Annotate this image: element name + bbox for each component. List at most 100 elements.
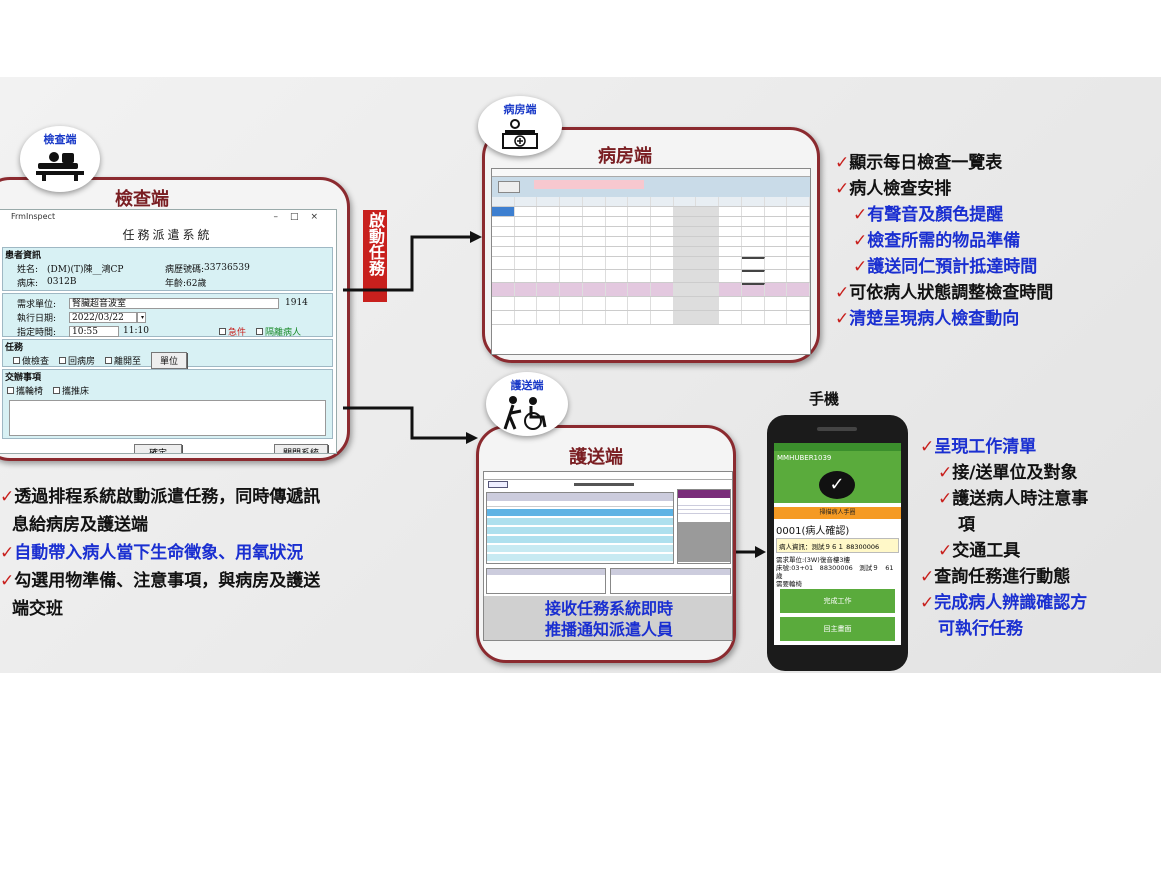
form-title: 任務派遣系統 bbox=[122, 228, 213, 242]
task-section: 任務 做檢查 回病房 離開至 單位 bbox=[2, 339, 333, 369]
exec-date-input[interactable]: 2022/03/22 bbox=[69, 311, 137, 323]
ward-point: ✓可依病人狀態調整檢查時間 bbox=[835, 283, 1054, 303]
task-option-exam[interactable]: 做檢查 bbox=[13, 354, 49, 367]
phone-point: ✓呈現工作清單 bbox=[920, 437, 1037, 457]
transport-caption-line2: 推播通知派遣人員 bbox=[544, 620, 673, 639]
transport-badge-label: 護送端 bbox=[510, 379, 544, 392]
scan-wristband-banner[interactable]: 掃描病人手圈 bbox=[774, 507, 901, 519]
ward-row[interactable] bbox=[492, 297, 810, 311]
exam-badge-label: 檢查端 bbox=[43, 133, 77, 146]
exam-points: ✓透過排程系統啟動派遣任務，同時傳遞訊 息給病房及護送端 ✓自動帶入病人當下生命… bbox=[0, 483, 320, 623]
bed-label: 病床: bbox=[17, 278, 39, 289]
launch-task-label: 啟動任務 bbox=[363, 210, 387, 302]
phone-detail-line1: 需求單位:(3W)復音樓3樓 bbox=[776, 556, 850, 564]
ward-row[interactable] bbox=[492, 311, 810, 325]
phone-detail-line3: 歲 bbox=[776, 572, 783, 580]
isolation-checkbox[interactable]: 隔離病人 bbox=[256, 325, 301, 338]
exam-point: ✓透過排程系統啟動派遣任務，同時傳遞訊 bbox=[0, 487, 321, 507]
transport-frame-title: 護送端 bbox=[569, 447, 623, 468]
ward-badge-label: 病房端 bbox=[503, 103, 537, 116]
ward-query-button[interactable] bbox=[498, 181, 520, 193]
task-option-return[interactable]: 回病房 bbox=[59, 354, 95, 367]
phone-device: MMHUBER1039 ✓ 掃描病人手圈 0001(病人確認) 病人資訊：測試９… bbox=[767, 415, 908, 671]
phone-points: ✓呈現工作清單 ✓接/送單位及對象 ✓護送病人時注意事 項 ✓交通工具 ✓查詢任… bbox=[920, 434, 1088, 642]
phone-detail-line2: 床號:03+01 88300006 測試９ 61 bbox=[776, 564, 894, 572]
exam-point: ✓自動帶入病人當下生命徵象、用氧狀況 bbox=[0, 543, 304, 563]
complete-work-button[interactable]: 完成工作 bbox=[780, 589, 895, 613]
ward-row[interactable] bbox=[492, 207, 810, 217]
name-value: (DM)(T)陳__鴻CP bbox=[47, 264, 124, 275]
bed-value: 0312B bbox=[47, 277, 77, 287]
exec-date-label: 執行日期: bbox=[17, 313, 57, 324]
exam-point: 息給病房及護送端 bbox=[12, 515, 148, 535]
time-label: 指定時間: bbox=[17, 327, 57, 338]
patient-code: 0001(病人確認) bbox=[776, 526, 850, 537]
phone-user-id: MMHUBER1039 bbox=[774, 451, 901, 467]
close-system-button[interactable]: 關閉系統 bbox=[274, 444, 329, 453]
phone-point: ✓查詢任務進行動態 bbox=[920, 567, 1071, 587]
date-dropdown-icon[interactable]: ▾ bbox=[137, 311, 146, 323]
urgent-checkbox[interactable]: 急件 bbox=[219, 325, 246, 338]
transport-caption: 接收任務系統即時 推播通知派遣人員 bbox=[484, 596, 732, 640]
exam-point: ✓勾選用物準備、注意事項，與病房及護送 bbox=[0, 571, 321, 591]
task-option-leave[interactable]: 離開至 bbox=[105, 354, 141, 367]
handover-section: 交辦事項 攜輪椅 攜推床 bbox=[2, 369, 333, 439]
phone-detail-line4: 需要輪椅 bbox=[776, 580, 802, 588]
window-titlebar: FrmInspect –□× bbox=[0, 210, 336, 224]
ward-row[interactable] bbox=[492, 270, 810, 283]
handover-stretcher[interactable]: 攜推床 bbox=[53, 384, 89, 397]
window-controls[interactable]: –□× bbox=[273, 212, 330, 222]
ward-point: ✓有聲音及顏色提醒 bbox=[853, 205, 1004, 225]
chart-value: 33736539 bbox=[204, 263, 250, 273]
ward-row[interactable] bbox=[492, 217, 810, 227]
window-title: FrmInspect bbox=[11, 212, 56, 221]
exam-badge: 檢查端 bbox=[20, 126, 100, 192]
transport-screenshot: 接收任務系統即時 推播通知派遣人員 bbox=[483, 471, 733, 641]
transport-caption-line1: 接收任務系統即時 bbox=[544, 599, 673, 618]
ward-row[interactable] bbox=[492, 247, 810, 257]
ward-row[interactable] bbox=[492, 227, 810, 237]
ward-badge: 病房端 bbox=[478, 96, 562, 156]
chart-label: 病歷號碼: bbox=[165, 264, 205, 275]
time-input[interactable]: 10:55 bbox=[69, 325, 119, 337]
patient-info: 病人資訊：測試９６１ 88300006 bbox=[776, 538, 899, 553]
handover-wheelchair[interactable]: 攜輪椅 bbox=[7, 384, 43, 397]
ward-row-highlighted[interactable] bbox=[492, 283, 810, 297]
age-value: 62歲 bbox=[186, 278, 207, 289]
ward-station-icon bbox=[502, 119, 538, 149]
wheelchair-escort-icon bbox=[503, 396, 547, 430]
ward-row[interactable] bbox=[492, 237, 810, 247]
patient-section-title: 患者資訊 bbox=[5, 251, 42, 261]
phone-point: ✓護送病人時注意事 bbox=[938, 489, 1089, 509]
phone-label: 手機 bbox=[809, 390, 840, 408]
ward-point: ✓清楚呈現病人檢查動向 bbox=[835, 309, 1020, 329]
ward-row[interactable] bbox=[492, 257, 810, 270]
ward-point: ✓病人檢查安排 bbox=[835, 179, 952, 199]
age-label: 年齡: bbox=[165, 278, 187, 289]
exam-form-window: FrmInspect –□× 任務派遣系統 患者資訊 姓名: (DM)(T)陳__… bbox=[0, 209, 337, 454]
phone-point: 項 bbox=[958, 515, 975, 535]
exam-point: 端交班 bbox=[12, 599, 63, 619]
exam-frame-title: 檢查端 bbox=[115, 189, 169, 210]
ward-point: ✓護送同仁預計抵達時間 bbox=[853, 257, 1038, 277]
handover-textarea[interactable] bbox=[9, 400, 326, 436]
patient-section: 患者資訊 姓名: (DM)(T)陳__鴻CP 病歷號碼:33736539 病床: 03… bbox=[2, 247, 333, 291]
ward-points: ✓顯示每日檢查一覽表 ✓病人檢查安排 ✓有聲音及顏色提醒 ✓檢查所需的物品準備 … bbox=[835, 150, 1053, 332]
name-label: 姓名: bbox=[17, 264, 39, 275]
phone-point: ✓接/送單位及對象 bbox=[938, 463, 1078, 483]
req-unit-label: 需求單位: bbox=[17, 299, 57, 310]
phone-screen: MMHUBER1039 ✓ 掃描病人手圈 0001(病人確認) 病人資訊：測試９… bbox=[774, 443, 901, 645]
ward-frame-title: 病房端 bbox=[598, 146, 652, 167]
ward-point: ✓檢查所需的物品準備 bbox=[853, 231, 1021, 251]
home-button[interactable]: 回主畫面 bbox=[780, 617, 895, 641]
phone-point: ✓完成病人辨識確認方 bbox=[920, 593, 1088, 613]
unit-button[interactable]: 單位 bbox=[151, 351, 188, 369]
task-section-title: 任務 bbox=[5, 343, 24, 353]
examination-bed-icon bbox=[36, 152, 84, 181]
phone-point: ✓交通工具 bbox=[938, 541, 1021, 561]
req-unit-input[interactable]: 腎臟超音波室 bbox=[69, 297, 279, 309]
confirm-button[interactable]: 確定 bbox=[134, 444, 183, 453]
launch-task-text: 啟動任務 bbox=[366, 212, 385, 276]
time-alt: 11:10 bbox=[123, 326, 149, 336]
